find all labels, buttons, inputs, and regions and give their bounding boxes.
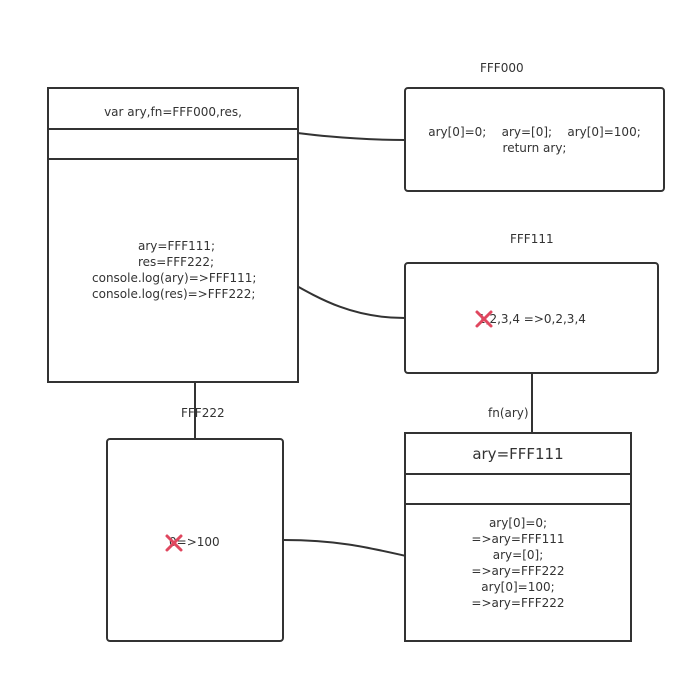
fn-scope-line: ary=[0];: [492, 548, 544, 562]
fn-scope-line: =>ary=FFF222: [471, 564, 565, 578]
fff000-box: ary[0]=0; ary=[0]; ary[0]=100; return ar…: [404, 87, 665, 192]
global-scope-line: console.log(ary)=>FFF111;: [92, 271, 257, 285]
fff111-box: 1,2,3,4 =>0,2,3,4: [404, 262, 659, 374]
global-scope-line: res=FFF222;: [138, 255, 215, 269]
fn-scope-line: =>ary=FFF222: [471, 596, 565, 610]
fn-scope-line: =>ary=FFF111: [471, 532, 565, 546]
divider: [406, 503, 630, 505]
fn-scope-label: fn(ary): [488, 406, 529, 420]
fff111-label: FFF111: [510, 232, 554, 246]
cross-icon: [475, 310, 493, 328]
divider: [49, 158, 297, 160]
fn-scope-line: ary[0]=0;: [488, 516, 548, 530]
fff222-content: 0=>100: [169, 535, 220, 549]
global-scope-header: var ary,fn=FFF000,res,: [104, 105, 242, 119]
fn-scope-box: ary=FFF111 ary[0]=0; =>ary=FFF111 ary=[0…: [404, 432, 632, 642]
global-scope-line: ary=FFF111;: [138, 239, 216, 253]
fn-scope-header: ary=FFF111: [472, 445, 564, 463]
divider: [406, 473, 630, 475]
fff111-content: 1,2,3,4 =>0,2,3,4: [478, 312, 586, 326]
fff000-label: FFF000: [480, 61, 524, 75]
global-scope-box: var ary,fn=FFF000,res, ary=FFF111; res=F…: [47, 87, 299, 383]
fn-scope-line: ary[0]=100;: [481, 580, 555, 594]
fff222-box: 0=>100: [106, 438, 284, 642]
divider: [49, 128, 297, 130]
fff000-line1: ary[0]=0; ary=[0]; ary[0]=100;: [428, 125, 641, 139]
fff222-label: FFF222: [181, 406, 225, 420]
global-scope-line: console.log(res)=>FFF222;: [92, 287, 256, 301]
fff000-line2: return ary;: [502, 141, 567, 155]
cross-icon: [165, 534, 183, 552]
